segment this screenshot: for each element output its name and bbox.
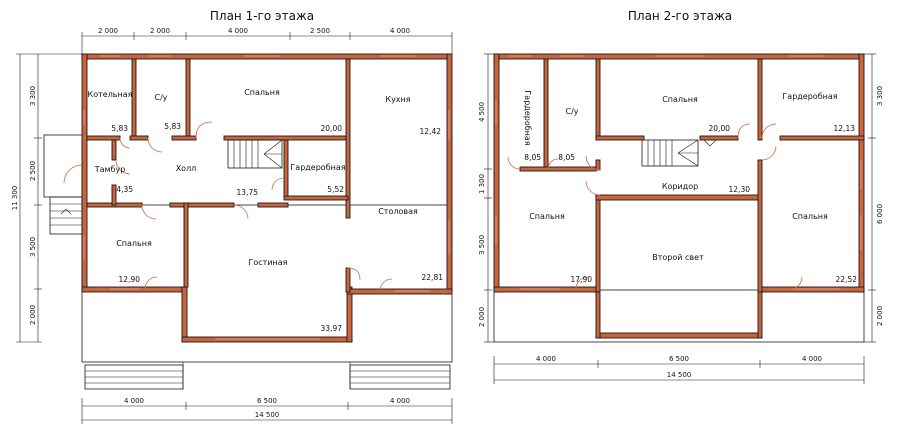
- room-label-bedroom-2: Спальня: [116, 239, 152, 248]
- dim-label: 6 000: [876, 204, 884, 224]
- room-label-double-height: Второй свет: [652, 253, 704, 262]
- room-area: 17,90: [571, 275, 593, 284]
- room-label-corridor: Коридор: [662, 182, 698, 191]
- room-label-hall: Холл: [176, 164, 197, 173]
- room-label-wardrobe: Гардеробная: [290, 163, 345, 172]
- room-area: 22,52: [836, 275, 858, 284]
- dim-label: 4 000: [802, 355, 822, 363]
- plan1-steps-right: [349, 364, 451, 390]
- dim-label: 4 000: [536, 355, 556, 363]
- plan2-dims-right: 3 300 6 000 2 000: [864, 53, 884, 343]
- dim-label: 3 300: [29, 86, 37, 106]
- room-area: 4,35: [116, 185, 133, 194]
- room-label-bathroom-2: С/у: [565, 107, 578, 116]
- dim-total: 11 300: [11, 186, 19, 211]
- plan2-dims-left: 4 500 1 300 3 500 2 000: [478, 53, 494, 343]
- dim-label: 3 500: [29, 237, 37, 257]
- room-label-wardrobe-3: Гардеробная: [782, 92, 837, 101]
- room-label-bathroom: С/у: [154, 93, 167, 102]
- dim-label: 2 000: [29, 305, 37, 325]
- room-area: 12,42: [420, 127, 442, 136]
- dim-label: 2 500: [310, 27, 330, 35]
- dim-label: 2 500: [29, 161, 37, 181]
- room-area: 22,81: [422, 273, 444, 282]
- dim-label: 4 500: [478, 102, 486, 122]
- plan1-entrance-porch: [43, 134, 83, 235]
- dim-label: 3 300: [876, 86, 884, 106]
- plan2-title: План 2-го этажа: [628, 9, 732, 23]
- plan2-stairs: [641, 139, 717, 167]
- plan1-dims-top: 2 000 2 000 4 000 2 500 4 000: [81, 27, 453, 54]
- dim-label: 6 500: [257, 397, 277, 405]
- room-area: 5,52: [327, 185, 344, 194]
- plan1-dims-bottom: 4 000 6 500 4 000 14 500: [81, 397, 453, 424]
- plan1-steps-left: [84, 364, 184, 390]
- dim-label: 6 500: [669, 355, 689, 363]
- plan1-dims-left: 3 300 2 500 3 500 2 000 11 300: [11, 53, 82, 343]
- room-label-kitchen: Кухня: [385, 95, 410, 104]
- room-area: 5,83: [164, 122, 181, 131]
- dim-label: 4 000: [390, 27, 410, 35]
- dim-label: 2 000: [98, 27, 118, 35]
- dim-label: 3 500: [478, 235, 486, 255]
- dim-label: 2 000: [150, 27, 170, 35]
- plan1-title: План 1-го этажа: [210, 9, 314, 23]
- room-area: 20,00: [709, 124, 731, 133]
- dim-label: 4 000: [124, 397, 144, 405]
- dim-label: 4 000: [228, 27, 248, 35]
- room-area: 12,30: [729, 185, 751, 194]
- room-area: 8,05: [524, 153, 541, 162]
- room-label-bedroom-4: Спальня: [529, 212, 565, 221]
- dim-label: 2 000: [876, 306, 884, 326]
- room-label-bedroom-5: Спальня: [792, 212, 828, 221]
- dim-label: 1 300: [478, 174, 486, 194]
- room-label-living: Гостиная: [249, 258, 288, 267]
- room-area: 33,97: [321, 324, 343, 333]
- dim-label: 2 000: [478, 307, 486, 327]
- plan2-dims-bottom: 4 000 6 500 4 000 14 500: [493, 355, 865, 384]
- dim-total: 14 500: [667, 371, 692, 379]
- plan2-drawing: Гардеробная 8,05 С/у 8,05 Спальня 20,00 …: [478, 53, 884, 384]
- room-area: 20,00: [321, 124, 343, 133]
- room-area: 8,05: [558, 153, 575, 162]
- room-label-wardrobe-2: Гардеробная: [523, 90, 532, 145]
- room-label-bedroom-3: Спальня: [662, 95, 698, 104]
- plan1-drawing: Котельная 5,83 С/у 5,83 Спальня 20,00 Ку…: [11, 27, 453, 424]
- plan1-stairs: [227, 139, 283, 169]
- room-label-vestibule: Тамбур: [94, 165, 126, 174]
- room-area: 12,13: [834, 124, 856, 133]
- room-label-bedroom: Спальня: [244, 88, 280, 97]
- room-area: 13,75: [237, 188, 259, 197]
- dim-total: 14 500: [255, 411, 280, 419]
- room-area: 5,83: [111, 124, 128, 133]
- room-label-boiler: Котельная: [88, 90, 133, 99]
- room-label-dining: Столовая: [378, 207, 418, 216]
- dim-label: 4 000: [390, 397, 410, 405]
- room-area: 12,90: [119, 275, 141, 284]
